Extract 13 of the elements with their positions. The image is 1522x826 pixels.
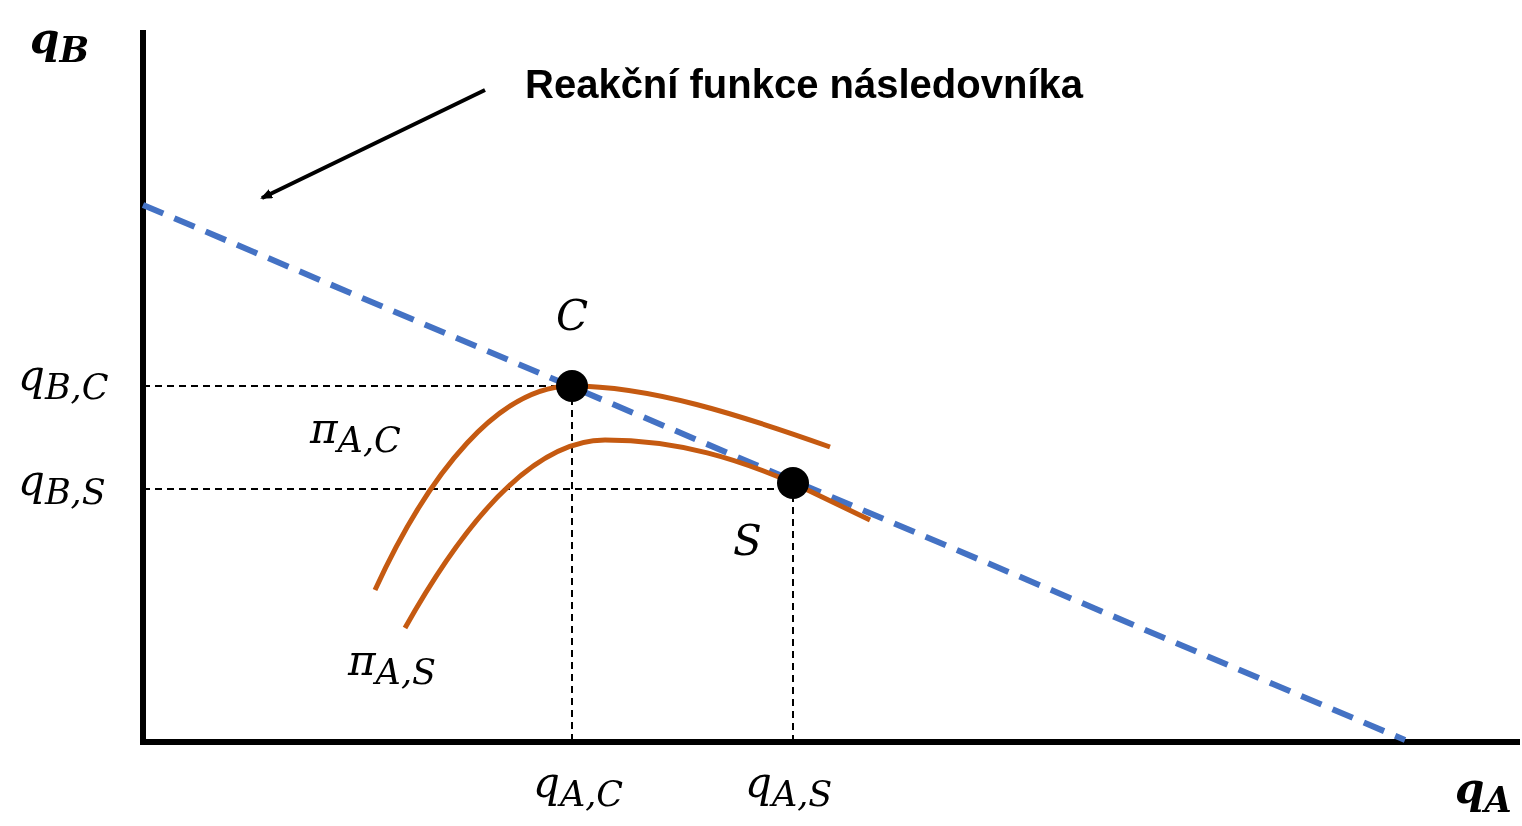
point-label: C bbox=[556, 295, 589, 337]
tick-label: q$_{A,C}$ bbox=[533, 762, 624, 813]
tick-label: q$_{B,S}$ bbox=[18, 460, 106, 511]
axis-label: q$_{A}$ bbox=[1455, 768, 1512, 818]
tick-label: q$_{B,C}$ bbox=[18, 355, 109, 406]
curve-label: π$_{A,C}$ bbox=[310, 408, 401, 459]
point-label: S bbox=[733, 520, 762, 562]
leader-line bbox=[260, 88, 486, 200]
tick-label: q$_{A,S}$ bbox=[745, 762, 833, 813]
annotation-text: Reakční funkce následovníka bbox=[525, 64, 1083, 104]
curve-label: π$_{A,S}$ bbox=[348, 640, 436, 691]
dashed-line bbox=[141, 202, 1407, 743]
axis-label: q$_{B}$ bbox=[30, 18, 89, 68]
